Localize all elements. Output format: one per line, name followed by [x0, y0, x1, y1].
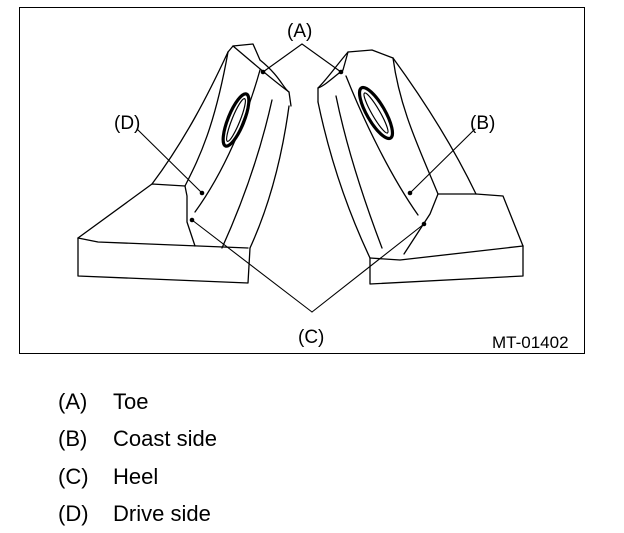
callout-a-label: (A): [287, 21, 312, 42]
callout-c-label: (C): [298, 327, 324, 348]
leader-dots: [190, 70, 427, 227]
legend-text: Coast side: [113, 426, 217, 452]
leader-lines: [137, 44, 475, 312]
legend-text: Toe: [113, 389, 148, 415]
legend-text: Heel: [113, 464, 158, 490]
legend-item: (D) Drive side: [58, 496, 478, 533]
right-gear-tooth: [318, 50, 523, 284]
callout-b-label: (B): [470, 113, 495, 134]
callout-d-label: (D): [114, 113, 140, 134]
legend-item: (C) Heel: [58, 458, 478, 496]
legend: (A) Toe (B) Coast side (C) Heel (D) Driv…: [58, 383, 478, 533]
legend-item: (B) Coast side: [58, 421, 478, 459]
figure-code: MT-01402: [492, 333, 569, 352]
legend-key: (C): [58, 464, 113, 490]
gear-tooth-diagram: (A) (D) (B) (C) MT-01402: [0, 0, 624, 360]
legend-key: (D): [58, 501, 113, 527]
legend-key: (A): [58, 389, 113, 415]
legend-key: (B): [58, 426, 113, 452]
left-gear-tooth: [78, 44, 291, 283]
legend-text: Drive side: [113, 501, 211, 527]
legend-item: (A) Toe: [58, 383, 478, 421]
